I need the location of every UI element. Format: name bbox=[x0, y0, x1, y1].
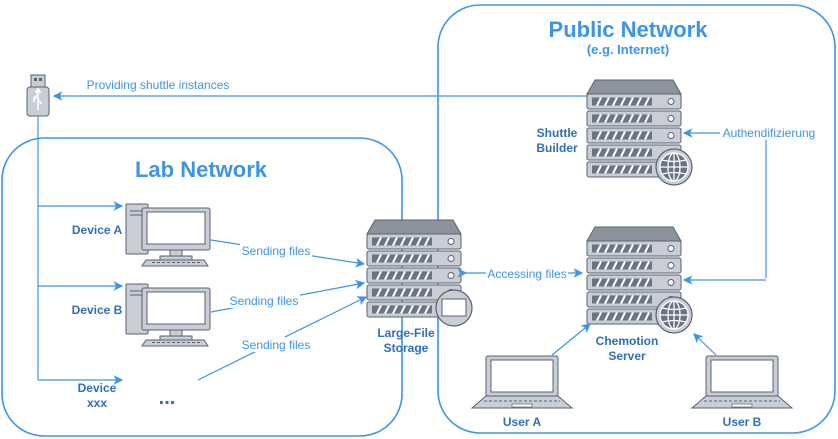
user-b-laptop-icon bbox=[691, 355, 793, 409]
device-a-label: Device A bbox=[72, 223, 123, 237]
device-xxx-send-label: Sending files bbox=[242, 338, 311, 352]
device-a-icon bbox=[125, 203, 211, 267]
shuttle-builder-label-line2: Builder bbox=[536, 141, 578, 155]
storage-disk-icon bbox=[435, 289, 473, 327]
user-b-label: User B bbox=[723, 415, 762, 429]
user-a-laptop-icon bbox=[471, 355, 573, 409]
usb-stick-icon bbox=[26, 74, 50, 117]
storage-label-line2: Storage bbox=[384, 341, 429, 355]
public-network-title: Public Network bbox=[549, 17, 709, 42]
device-a-send-label: Sending files bbox=[242, 244, 311, 258]
public-network-subtitle: (e.g. Internet) bbox=[587, 42, 669, 57]
auth-edge-top bbox=[682, 128, 767, 278]
more-devices-ellipsis: ... bbox=[159, 387, 176, 409]
device-b-icon bbox=[125, 283, 211, 347]
storage-label-line1: Large-File bbox=[377, 326, 435, 340]
shuttle-builder-globe-icon bbox=[655, 148, 693, 186]
user-a-edge bbox=[551, 323, 591, 356]
providing-shuttle-label: Providing shuttle instances bbox=[87, 78, 230, 92]
device-xxx-label-line1: Device bbox=[78, 381, 117, 395]
chemotion-globe-icon bbox=[655, 296, 693, 334]
chemotion-label-line1: Chemotion bbox=[596, 334, 659, 348]
shuttle-builder-label-line1: Shuttle bbox=[537, 126, 578, 140]
device-xxx-label-line2: xxx bbox=[87, 396, 107, 410]
lab-network-title: Lab Network bbox=[135, 157, 268, 182]
auth-label: Authendifizierung bbox=[723, 126, 816, 140]
device-b-label: Device B bbox=[72, 303, 123, 317]
user-b-edge bbox=[693, 333, 717, 356]
accessing-files-label: Accessing files bbox=[487, 267, 566, 281]
user-a-label: User A bbox=[503, 415, 542, 429]
public-network-boundary bbox=[437, 4, 836, 434]
chemotion-label-line2: Server bbox=[608, 349, 646, 363]
shuttle-distribution-lines bbox=[37, 116, 124, 385]
device-b-send-label: Sending files bbox=[230, 294, 299, 308]
